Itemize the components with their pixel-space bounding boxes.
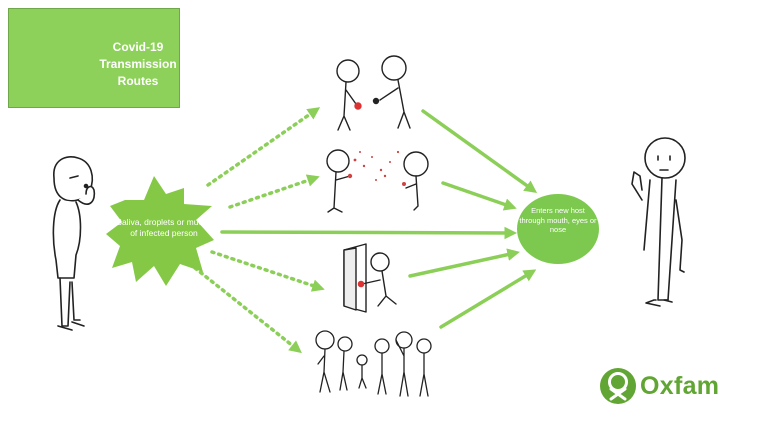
host-label: Enters new host through mouth, eyes or n… — [519, 206, 597, 234]
diagram-title: Covid-19 Transmission Routes — [99, 40, 177, 88]
solid-arrow-crowd — [439, 269, 537, 329]
solid-arrow-direct — [220, 226, 518, 240]
group-figures — [315, 330, 432, 397]
handshake-figures — [336, 55, 411, 131]
dotted-arrow-crowd — [193, 266, 302, 354]
dotted-arrow-surface — [210, 250, 325, 292]
solid-arrow-surface — [408, 248, 520, 278]
brand-name: Oxfam — [640, 372, 720, 400]
door-handle-figure — [343, 243, 397, 313]
dotted-arrow-droplets — [228, 174, 320, 209]
source-burst — [106, 176, 214, 286]
title-box: Covid-19 Transmission Routes — [8, 8, 180, 108]
infected-person — [52, 156, 96, 331]
oxfam-logo-icon — [600, 368, 636, 404]
dotted-arrow-handshake — [206, 107, 321, 187]
healthy-person — [631, 137, 686, 307]
source-label: Saliva, droplets or mucus of infected pe… — [116, 217, 212, 238]
solid-arrows — [220, 109, 538, 329]
host-oval — [517, 194, 599, 264]
sneezing-figures — [326, 149, 429, 213]
solid-arrow-handshake — [421, 109, 538, 193]
solid-arrow-droplets — [441, 181, 517, 211]
droplet-spray — [347, 150, 406, 186]
dotted-arrows — [193, 107, 325, 354]
